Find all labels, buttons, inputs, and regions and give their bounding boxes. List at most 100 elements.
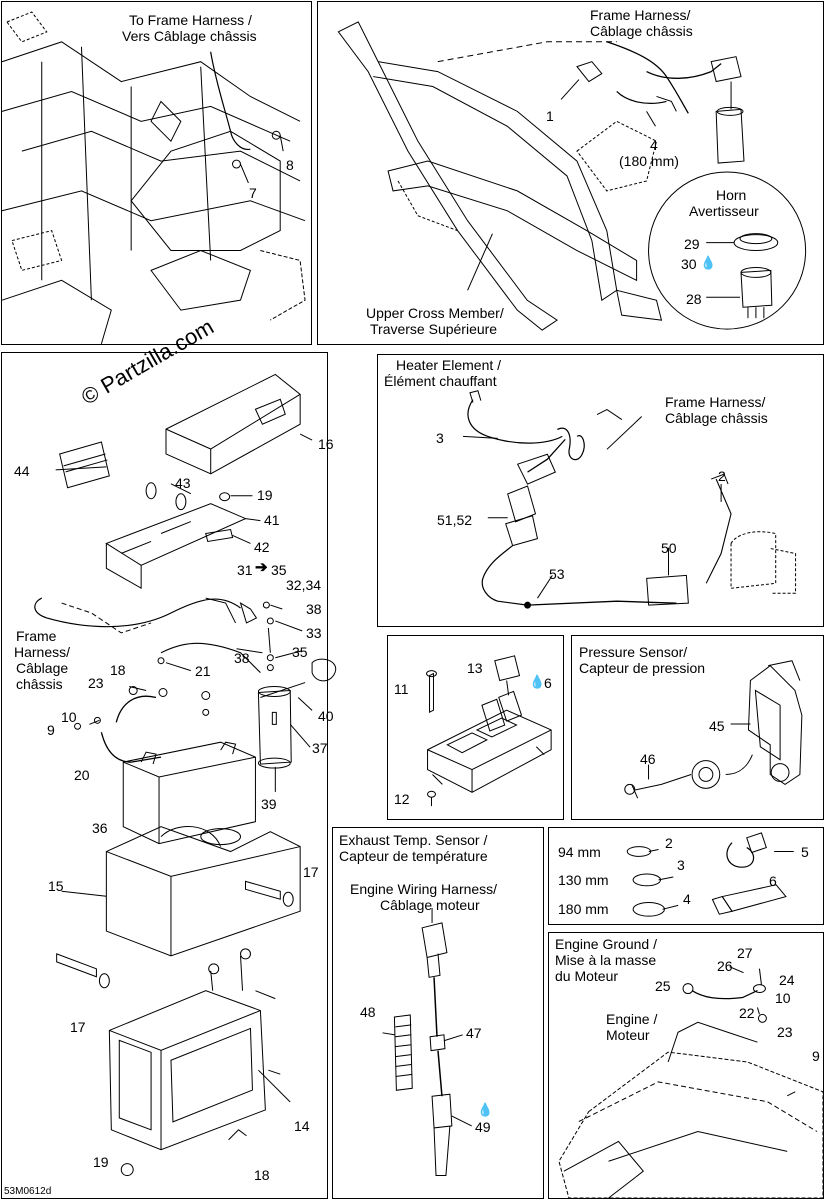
callout-47: 47 bbox=[466, 1025, 482, 1041]
panel-cable-ties: 94 mm 2 130 mm 3 180 mm 4 5 6 bbox=[548, 827, 824, 925]
callout-49: 49 bbox=[475, 1119, 491, 1135]
callout-7: 7 bbox=[249, 185, 257, 201]
callout-42: 42 bbox=[254, 539, 270, 555]
callout-5: 5 bbox=[801, 844, 809, 860]
callout-23: 23 bbox=[777, 1024, 793, 1040]
callout-10: 10 bbox=[775, 990, 791, 1006]
fuse-box-drawing bbox=[388, 636, 563, 819]
callout-15: 15 bbox=[48, 878, 64, 894]
chassis-label: châssis bbox=[16, 676, 63, 692]
callout-6: 6 bbox=[544, 675, 552, 691]
callout-38: 38 bbox=[234, 650, 250, 666]
tie-size-130mm: 130 mm bbox=[558, 872, 609, 888]
panel-fuse-box: 13 6 💧 11 12 bbox=[387, 635, 564, 820]
callout-39: 39 bbox=[261, 796, 277, 812]
callout-27: 27 bbox=[737, 945, 753, 961]
callout-46: 46 bbox=[640, 751, 656, 767]
cable-ties-drawing bbox=[549, 828, 823, 924]
callout-4: 4 bbox=[683, 891, 691, 907]
callout-37: 37 bbox=[312, 740, 328, 756]
panel-heater-element: Heater Element / Élément chauffant Frame… bbox=[377, 354, 824, 627]
callout-18: 18 bbox=[254, 1167, 270, 1183]
callout-1: 1 bbox=[546, 108, 554, 124]
engine-label: Engine / bbox=[606, 1011, 658, 1027]
callout-30: 30 bbox=[681, 256, 697, 272]
callout-14: 14 bbox=[294, 1118, 310, 1134]
callout-48: 48 bbox=[360, 1004, 376, 1020]
engine-ground-drawing bbox=[549, 933, 823, 1198]
exhaust-title: Exhaust Temp. Sensor / bbox=[339, 832, 488, 848]
callout-23: 23 bbox=[88, 675, 104, 691]
heater-drawing bbox=[378, 355, 823, 626]
callout-21: 21 bbox=[195, 663, 211, 679]
drop-icon: 💧 bbox=[477, 1102, 494, 1117]
callout-44: 44 bbox=[14, 463, 30, 479]
callout-18-top: 18 bbox=[110, 662, 126, 678]
panel-frame-harness-ground: To Frame Harness / Vers Câblage châssis … bbox=[1, 1, 312, 345]
frame-harness-drawing bbox=[2, 2, 311, 344]
callout-9: 9 bbox=[812, 1048, 820, 1064]
callout-17-left: 17 bbox=[70, 1019, 86, 1035]
callout-3: 3 bbox=[436, 430, 444, 446]
exhaust-sensor-drawing bbox=[333, 828, 543, 1198]
panel-exhaust-temp-sensor: Exhaust Temp. Sensor / Capteur de tempér… bbox=[332, 827, 544, 1199]
callout-40: 40 bbox=[318, 708, 334, 724]
engine-label-fr: Moteur bbox=[606, 1027, 650, 1043]
pressure-title: Pressure Sensor/ bbox=[579, 644, 688, 660]
callout-32-34: 32,34 bbox=[286, 577, 322, 593]
ground-title-fr-2: du Moteur bbox=[555, 968, 619, 984]
callout-45: 45 bbox=[709, 718, 725, 734]
engine-harness-label-fr: Câblage moteur bbox=[380, 897, 480, 913]
panel-upper-cross-member-horn: Frame Harness/ Câblage châssis 1 4 (180 … bbox=[317, 1, 824, 345]
arrow-right-icon: ➔ bbox=[255, 559, 268, 576]
callout-9: 9 bbox=[47, 722, 55, 738]
callout-6: 6 bbox=[769, 873, 777, 889]
panel-battery: © Partzilla.com 16 44 43 19 41 42 31 ➔ 3… bbox=[1, 314, 328, 1199]
callout-20: 20 bbox=[74, 767, 90, 783]
ground-title: Engine Ground / bbox=[555, 936, 657, 952]
horn-label-fr: Avertisseur bbox=[689, 203, 759, 219]
to-frame-harness-label-fr: Vers Câblage châssis bbox=[122, 28, 257, 44]
callout-35: 35 bbox=[292, 644, 308, 660]
tie-size-180mm: 180 mm bbox=[558, 901, 609, 917]
harness-label: Harness/ bbox=[14, 644, 71, 660]
callout-29: 29 bbox=[684, 236, 700, 252]
callout-25: 25 bbox=[655, 978, 671, 994]
panel-engine-ground: Engine Ground / Mise à la masse du Moteu… bbox=[548, 932, 824, 1199]
heater-title: Heater Element / bbox=[396, 357, 502, 373]
callout-38-top: 38 bbox=[306, 601, 322, 617]
callout-26: 26 bbox=[717, 958, 733, 974]
cablage-label: Câblage bbox=[16, 660, 69, 676]
frame-label: Frame bbox=[16, 628, 57, 644]
callout-51-52: 51,52 bbox=[437, 512, 473, 528]
engine-harness-label: Engine Wiring Harness/ bbox=[350, 881, 498, 897]
callout-36: 36 bbox=[92, 820, 108, 836]
battery-drawing bbox=[2, 353, 327, 1198]
callout-3: 3 bbox=[677, 857, 685, 873]
callout-4: 4 bbox=[650, 137, 658, 153]
callout-12: 12 bbox=[394, 791, 410, 807]
callout-35-top: 35 bbox=[271, 562, 287, 578]
callout-2: 2 bbox=[718, 468, 726, 484]
heater-title-fr: Élément chauffant bbox=[384, 373, 497, 389]
callout-13: 13 bbox=[467, 660, 483, 676]
ground-title-fr: Mise à la masse bbox=[555, 952, 657, 968]
callout-16: 16 bbox=[318, 436, 334, 452]
pressure-sensor-drawing bbox=[572, 636, 823, 819]
frame-harness-label-fr: Câblage châssis bbox=[590, 23, 693, 39]
callout-24: 24 bbox=[779, 972, 795, 988]
callout-10: 10 bbox=[61, 709, 77, 725]
callout-43: 43 bbox=[175, 475, 191, 491]
callout-2: 2 bbox=[665, 835, 673, 851]
callout-19-top: 19 bbox=[257, 487, 273, 503]
cross-member-drawing bbox=[318, 2, 823, 344]
callout-50: 50 bbox=[661, 540, 677, 556]
drawing-code: 53M0612d bbox=[4, 1186, 52, 1197]
callout-180mm: (180 mm) bbox=[619, 153, 679, 169]
cross-member-label: Upper Cross Member/ bbox=[366, 305, 504, 321]
heater-frame-harness-label-fr: Câblage châssis bbox=[665, 410, 768, 426]
cross-member-label-fr: Traverse Supérieure bbox=[370, 321, 498, 337]
callout-31: 31 bbox=[237, 562, 253, 578]
exhaust-title-fr: Capteur de température bbox=[339, 848, 488, 864]
callout-11: 11 bbox=[394, 681, 409, 697]
